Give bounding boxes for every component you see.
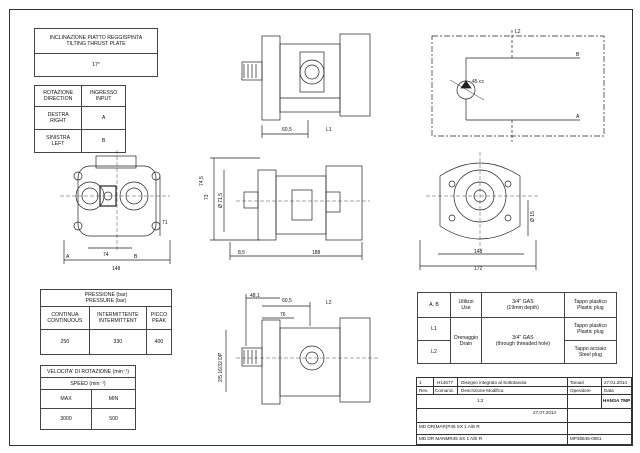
tb-date2: 27.07.2014 [533, 410, 556, 415]
tb-desc-label: Descrizione Modifica [461, 388, 504, 393]
speed-value: 500 [91, 408, 136, 430]
schematic-label: B [576, 52, 580, 58]
dim-label: 148 [112, 266, 121, 272]
tb-code: H14677 [437, 380, 454, 385]
pump-side-view [210, 157, 370, 260]
dim-label: L1 [326, 127, 332, 133]
rotation-input: A [81, 106, 126, 130]
dim-label: 60,5 [282, 127, 292, 133]
dim-label: B [134, 254, 138, 260]
pressure-col: INTERMITTENTE INTERMITTENT [88, 306, 147, 330]
dim-label: 73 [204, 194, 210, 200]
dim-label: 76 [280, 312, 286, 318]
tb-rev: 1 [419, 380, 422, 385]
pressure-value: 400 [145, 329, 173, 355]
rotation-dir: SINISTRA LEFT [33, 129, 83, 153]
tilt-table: INCLINAZIONE PIATTO REGGISPINTA TILTING … [34, 28, 158, 77]
tb-desc-code2: MD DR MANMR45 SX 1 A/E R [419, 436, 483, 441]
drawing-sheet [9, 9, 633, 446]
tb-op-label: Operatore [570, 388, 591, 393]
pressure-col: PICCO PEAK [145, 306, 173, 330]
pressure-value: 330 [88, 329, 147, 355]
dim-label: 74,5 [199, 176, 205, 186]
rotation-table: ROTAZIONE DIRECTION INGRESSO INPUT DESTR… [33, 85, 126, 153]
rotation-dir: DESTRA RIGHT [33, 106, 83, 130]
tb-desc: Disegno integrato al Sottotavola [461, 380, 527, 385]
tb-name: Taruari [570, 380, 585, 385]
port-plug: Tappo plastico Plastic plug [563, 317, 618, 341]
port-id: L2 [417, 340, 451, 364]
dim-label: 172 [474, 266, 483, 272]
tb-comm-label: Comunic. [435, 388, 455, 393]
dim-label: 2/5 16/32 DP [218, 352, 224, 382]
pressure-table: PRESSIONE (bar) PRESSURE (bar) CONTINUA … [40, 289, 173, 355]
speed-value: 3000 [39, 408, 93, 430]
company-logo: HANSA TMP [603, 398, 631, 403]
rotation-input: B [81, 129, 126, 153]
pressure-col: CONTINUA CONTINUOUS [40, 306, 90, 330]
pump-rear-view [419, 152, 540, 270]
tb-desc-code: MD DR(MAR)P45 SX 1 A/E R [419, 424, 480, 429]
dim-label: L2 [326, 300, 332, 306]
pump-front-view [60, 150, 171, 264]
port-type: Drenaggio Drain [450, 317, 482, 364]
title-block: 1 H14677 Disegno integrato al Sottotavol… [416, 377, 633, 446]
schematic-label: L2 [515, 29, 521, 35]
dim-label: 74 [103, 252, 109, 258]
tilt-value: 17° [34, 53, 158, 77]
hydraulic-schematic [431, 30, 605, 142]
dim-label: 60,5 [282, 298, 292, 304]
pump-top-view [241, 33, 371, 138]
ports-table: A, B Utilizzi Use 3/4" GAS (19mm depth) … [417, 292, 618, 364]
dim-label: Ø 71,5 [218, 193, 224, 208]
port-id: L1 [417, 317, 451, 341]
rotation-col2: INGRESSO INPUT [81, 85, 126, 107]
tb-date: 27.01.2014 [604, 380, 627, 385]
tb-rev-label: Rev. [419, 388, 429, 393]
pump-bottom-view [225, 294, 380, 405]
dim-label: 8,5 [238, 250, 245, 256]
dim-label: 148 [474, 249, 483, 255]
dimension-labels: 60,5 L1 71 74 148 A B 74,5 73 Ø 71,5 8,5… [66, 29, 580, 382]
port-plug: Tappo acciaio Steel plug [563, 340, 618, 364]
dim-label: Ø 15 [530, 211, 536, 222]
dim-label: 48,1 [250, 293, 260, 299]
port-id: A, B [417, 292, 451, 318]
schematic-label: A [576, 114, 580, 120]
pressure-value: 250 [40, 329, 90, 355]
speed-table: VELOCITA' DI ROTAZIONE (min⁻¹) SPEED (mi… [39, 365, 136, 430]
dim-label: 188 [312, 250, 321, 256]
tb-scale: 1:2 [477, 398, 484, 403]
dim-label: A [66, 254, 70, 260]
dim-label: 71 [162, 220, 168, 226]
tb-drawing: MP35645-0081 [570, 436, 602, 441]
schematic-label: 45 cc [472, 79, 484, 85]
tb-date-label: Data [604, 388, 614, 393]
